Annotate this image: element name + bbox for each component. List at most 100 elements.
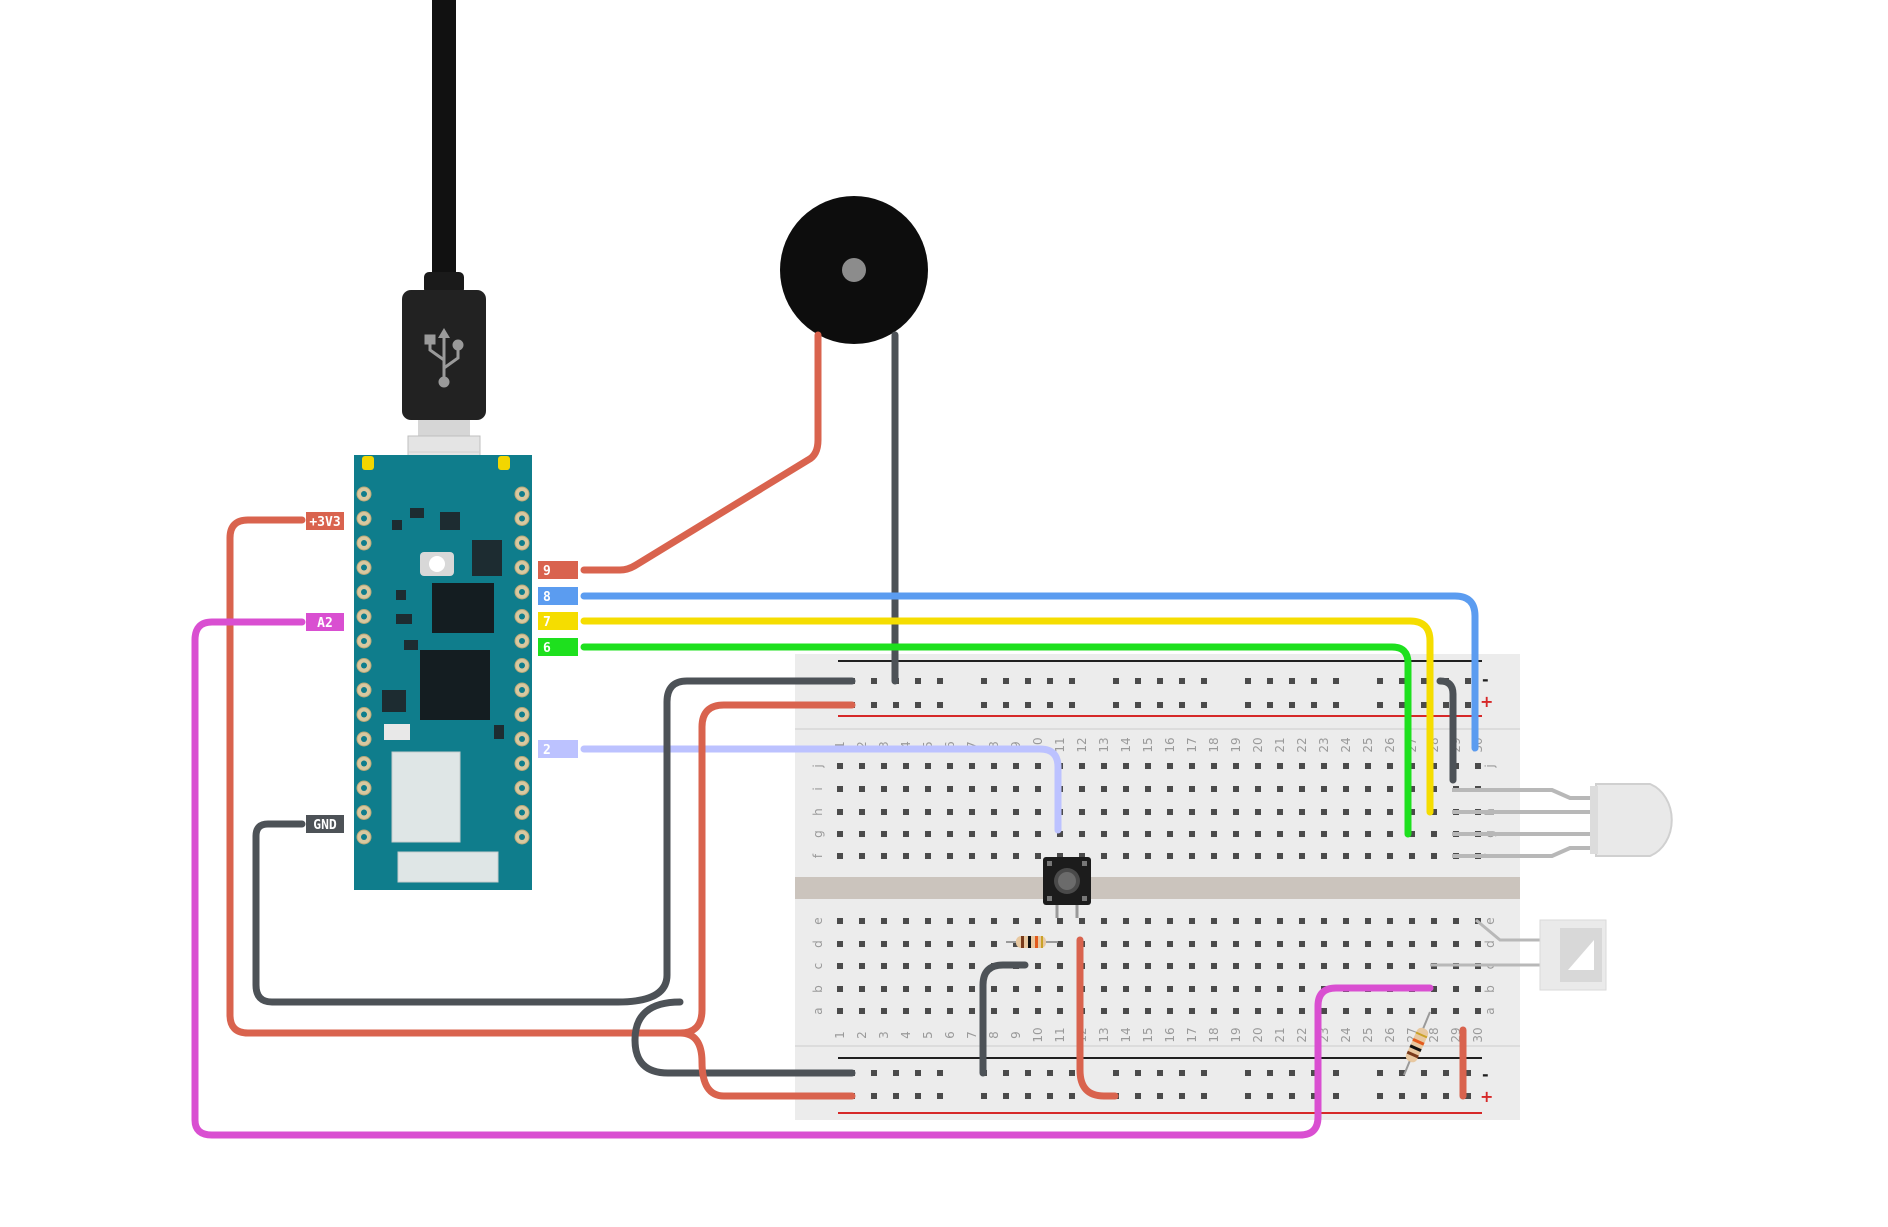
breadboard-hole (1035, 831, 1041, 837)
breadboard-hole (1299, 786, 1305, 792)
rail-hole (871, 1093, 877, 1099)
breadboard-hole (1387, 963, 1393, 969)
row-letter: b (1483, 985, 1497, 993)
rail-hole (1377, 1070, 1383, 1076)
breadboard-hole (1409, 786, 1415, 792)
breadboard-hole (1365, 963, 1371, 969)
breadboard-hole (903, 963, 909, 969)
column-number: 3 (877, 1031, 891, 1039)
breadboard-hole (1145, 809, 1151, 815)
breadboard-hole (1013, 1008, 1019, 1014)
breadboard-hole (1453, 986, 1459, 992)
breadboard-hole (859, 941, 865, 947)
breadboard-hole (969, 963, 975, 969)
rail-hole (1377, 1093, 1383, 1099)
pin-label-6: 6 (538, 638, 578, 656)
breadboard-hole (1057, 831, 1063, 837)
breadboard-hole (1277, 786, 1283, 792)
breadboard-hole (1123, 831, 1129, 837)
column-number: 21 (1273, 1027, 1287, 1042)
rail-hole (1289, 702, 1295, 708)
usb-cable (402, 0, 486, 499)
rail-hole (1179, 1070, 1185, 1076)
rail-hole (1179, 702, 1185, 708)
breadboard-hole (1035, 986, 1041, 992)
column-number: 14 (1119, 1027, 1133, 1042)
rail-hole (1003, 678, 1009, 684)
breadboard-hole (1409, 963, 1415, 969)
breadboard-hole (1277, 918, 1283, 924)
piezo-buzzer (780, 196, 928, 344)
rail-hole (1025, 702, 1031, 708)
rail-hole (1003, 1093, 1009, 1099)
rail-hole (981, 1093, 987, 1099)
rail-hole (1201, 678, 1207, 684)
column-number: 15 (1141, 737, 1155, 752)
breadboard-hole (1101, 1008, 1107, 1014)
photoresistor (1430, 918, 1607, 991)
column-number: 17 (1185, 1027, 1199, 1042)
breadboard-hole (947, 963, 953, 969)
breadboard-hole (991, 986, 997, 992)
svg-text:2: 2 (543, 743, 551, 758)
breadboard-hole (1365, 809, 1371, 815)
breadboard-hole (1013, 986, 1019, 992)
breadboard-hole (1145, 918, 1151, 924)
breadboard-hole (1013, 941, 1019, 947)
breadboard-hole (1299, 763, 1305, 769)
breadboard-hole (1145, 986, 1151, 992)
breadboard-hole (947, 986, 953, 992)
wire-button-red (1076, 936, 1119, 1100)
column-number: 21 (1273, 737, 1287, 752)
rail-hole (1179, 678, 1185, 684)
rail-hole (1047, 1070, 1053, 1076)
column-number: 13 (1097, 737, 1111, 752)
breadboard-hole (1299, 1008, 1305, 1014)
breadboard-hole (991, 831, 997, 837)
rail-hole (1333, 1070, 1339, 1076)
breadboard-hole (991, 763, 997, 769)
breadboard-hole (1321, 853, 1327, 859)
breadboard-hole (859, 809, 865, 815)
breadboard-hole (1343, 941, 1349, 947)
column-number: 9 (1009, 741, 1023, 749)
breadboard-hole (991, 786, 997, 792)
breadboard-hole (1101, 963, 1107, 969)
column-number: 26 (1383, 1027, 1397, 1042)
breadboard-hole (1035, 786, 1041, 792)
rail-hole (937, 1070, 943, 1076)
pin-label-a2: A2 (306, 613, 344, 631)
breadboard-hole (1101, 853, 1107, 859)
breadboard-hole (925, 809, 931, 815)
breadboard-hole (1431, 853, 1437, 859)
rail-hole (1267, 1070, 1273, 1076)
breadboard-hole (1079, 809, 1085, 815)
breadboard-hole (1299, 941, 1305, 947)
breadboard-hole (881, 918, 887, 924)
breadboard-hole (881, 831, 887, 837)
pin-label-2: 2 (538, 740, 578, 758)
svg-text:6: 6 (543, 641, 551, 656)
rail-hole (1157, 1093, 1163, 1099)
breadboard-hole (1431, 809, 1437, 815)
breadboard-hole (1079, 853, 1085, 859)
pin-label-8: 8 (538, 587, 578, 605)
breadboard-hole (1211, 809, 1217, 815)
breadboard-hole (1255, 918, 1261, 924)
breadboard-hole (947, 1008, 953, 1014)
breadboard-hole (1211, 963, 1217, 969)
breadboard-hole (1255, 853, 1261, 859)
column-number: 23 (1317, 737, 1331, 752)
breadboard-hole (837, 941, 843, 947)
breadboard-hole (925, 986, 931, 992)
pin-label-9: 9 (538, 561, 578, 579)
breadboard-hole (1321, 763, 1327, 769)
rail-hole (1047, 678, 1053, 684)
rail-hole (1333, 678, 1339, 684)
breadboard-hole (1057, 963, 1063, 969)
column-number: 8 (987, 741, 1001, 749)
breadboard-hole (1431, 941, 1437, 947)
breadboard-hole (925, 853, 931, 859)
column-number: 25 (1361, 737, 1375, 752)
breadboard-hole (1255, 786, 1261, 792)
